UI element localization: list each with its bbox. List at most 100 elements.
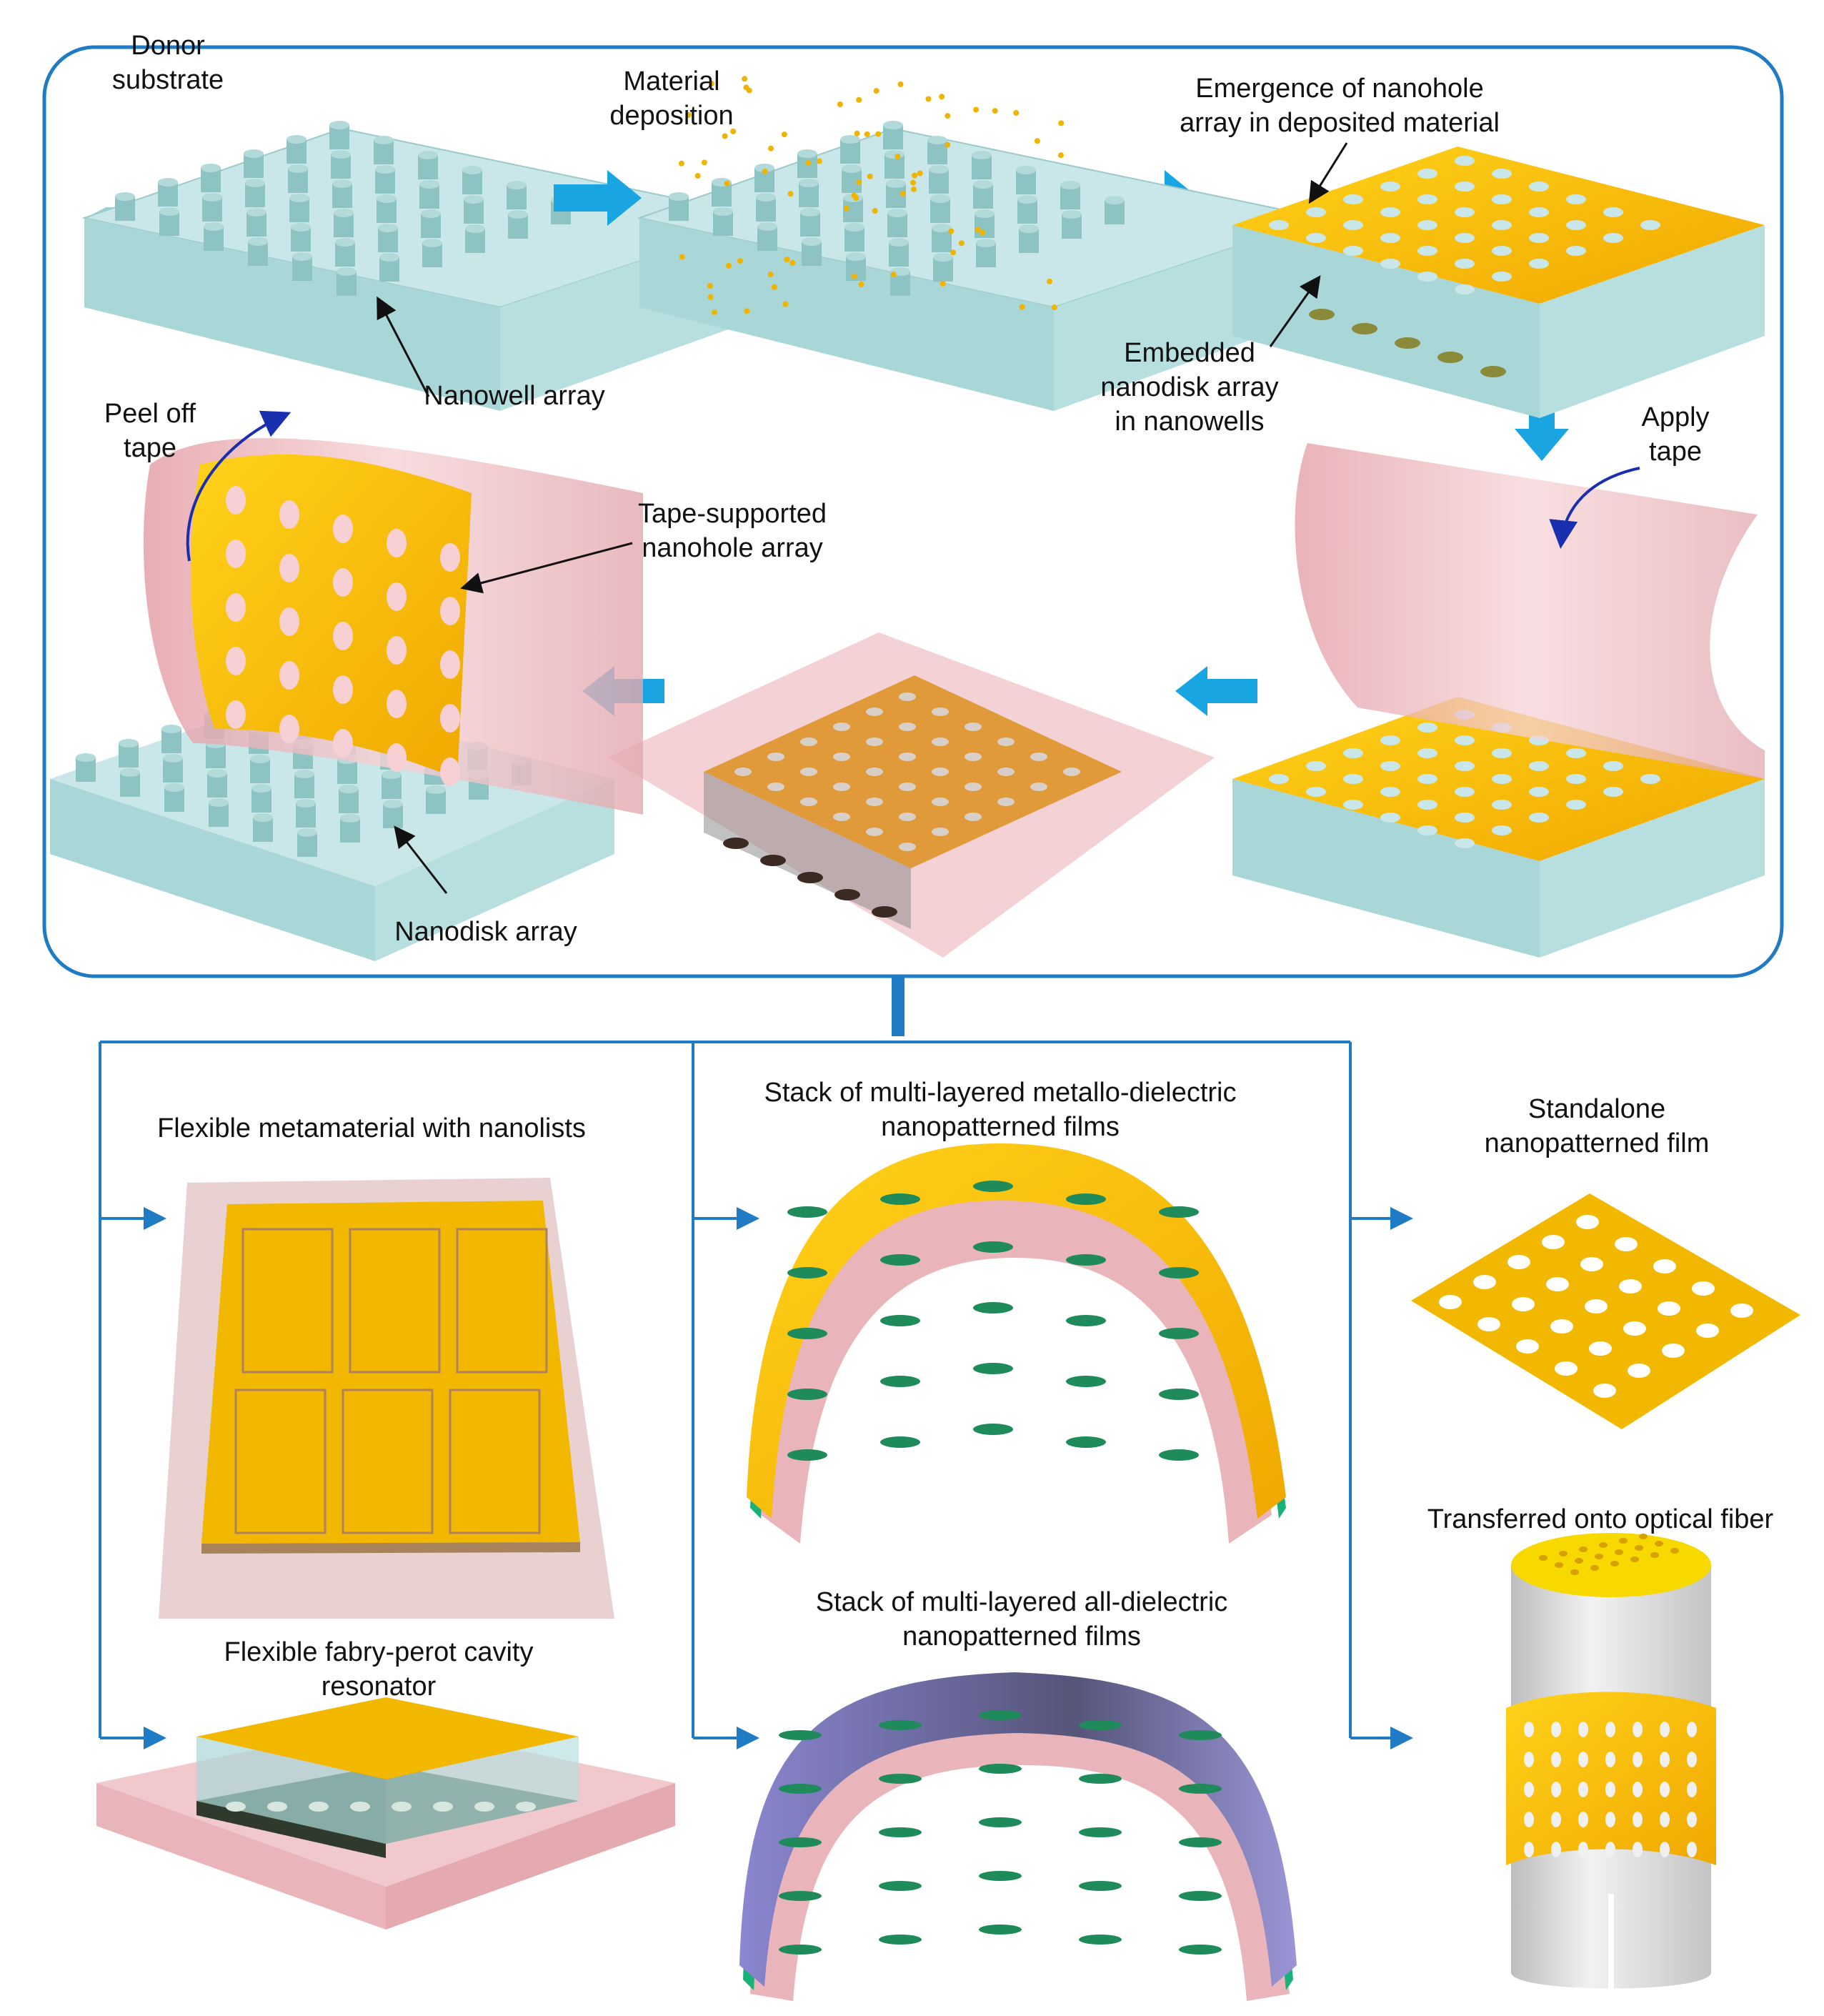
- nanowell-top: [884, 150, 904, 159]
- nanowell-top: [335, 238, 355, 247]
- nanohole: [387, 636, 407, 665]
- nanowell-top: [844, 223, 864, 232]
- nanohole: [1566, 800, 1586, 810]
- nanohole: [1343, 774, 1363, 784]
- nanowell-top: [76, 753, 96, 762]
- deposition-particle: [707, 283, 713, 289]
- nanohole: [1687, 1782, 1697, 1797]
- nanohole: [433, 1802, 453, 1812]
- nanowell-top: [161, 725, 181, 733]
- nanohole: [226, 1802, 246, 1812]
- nanohole: [1455, 761, 1475, 771]
- nanowell-top: [508, 210, 528, 219]
- nanowell-top: [297, 828, 317, 837]
- nanowell-top: [164, 783, 184, 792]
- nanodisk-shadow: [797, 872, 823, 883]
- nanohole: [1529, 207, 1549, 217]
- nanohole: [440, 543, 460, 572]
- nanowell-top: [933, 253, 953, 262]
- nanohole: [333, 729, 353, 758]
- nanohole: [1633, 1782, 1643, 1797]
- deposition-particle: [856, 96, 862, 103]
- nanohole: [979, 1871, 1022, 1881]
- deposition-particle: [912, 172, 918, 179]
- emergence-block: [1232, 147, 1765, 418]
- embedded-nanodisk: [1309, 309, 1335, 320]
- nanowell-top: [846, 252, 866, 261]
- deposition-particle: [851, 273, 857, 279]
- nanohole: [1455, 838, 1475, 848]
- nanohole: [979, 1764, 1022, 1774]
- nanohole: [932, 768, 949, 776]
- deposition-particle: [744, 308, 750, 314]
- nanohole: [1603, 233, 1623, 243]
- label-nanodisk-array: Nanodisk array: [394, 917, 577, 947]
- nanohole: [226, 647, 246, 675]
- nanohole: [1380, 259, 1400, 269]
- nanohole: [1550, 1319, 1573, 1334]
- nanohole: [1380, 813, 1400, 823]
- nanohole: [1455, 787, 1475, 797]
- nanowell-top: [294, 770, 314, 778]
- nanohole: [899, 692, 916, 701]
- nanohole: [1306, 761, 1326, 771]
- nanohole: [1507, 1255, 1530, 1269]
- nanohole: [973, 1241, 1013, 1253]
- nanowell-top: [202, 193, 222, 202]
- nanowell-top: [119, 739, 139, 748]
- nanohole: [1417, 723, 1437, 733]
- nanohole: [932, 828, 949, 836]
- nanohole: [1687, 1842, 1697, 1857]
- nanohole: [440, 704, 460, 733]
- nanohole: [516, 1802, 536, 1812]
- deposition-particle: [975, 227, 981, 233]
- nanowell-top: [253, 813, 273, 822]
- deposition-particle: [872, 208, 878, 214]
- nanohole: [767, 753, 784, 761]
- nanohole: [997, 738, 1015, 746]
- deposition-particle: [743, 84, 749, 91]
- nanohole: [997, 768, 1015, 776]
- nanohole: [1619, 1538, 1628, 1544]
- nanohole: [779, 1945, 822, 1955]
- nanohole: [1653, 1259, 1676, 1273]
- nanohole: [1179, 1784, 1222, 1794]
- nanohole: [1529, 182, 1549, 192]
- nanohole: [866, 768, 883, 776]
- nanowell-top: [331, 150, 351, 159]
- nanohole: [387, 690, 407, 718]
- nanowell-top: [1019, 224, 1039, 233]
- nanowell-top: [887, 209, 907, 217]
- nanohole: [1269, 774, 1289, 784]
- nanohole: [226, 540, 246, 568]
- nanohole: [1079, 1774, 1122, 1784]
- deposition-particle: [1034, 138, 1040, 144]
- nanohole: [1079, 1827, 1122, 1837]
- nanohole: [1579, 1546, 1588, 1552]
- process-frame: [42, 45, 1784, 978]
- apply-tape-block: [1232, 443, 1765, 958]
- nanohole: [1492, 169, 1512, 179]
- pointer-tape-supported: [460, 542, 633, 594]
- nanowell-top: [207, 769, 227, 778]
- deposition-particle: [685, 111, 692, 118]
- nanowell-top: [378, 224, 398, 232]
- deposition-particle: [958, 240, 965, 247]
- deposition-particle: [784, 256, 790, 262]
- nanowell-top: [842, 164, 862, 173]
- nanowell-top: [930, 194, 950, 203]
- deposition-particle: [767, 145, 774, 152]
- nanohole: [1640, 774, 1660, 784]
- nanohole: [1595, 1554, 1603, 1559]
- nanohole: [1576, 1215, 1599, 1229]
- nanohole: [932, 738, 949, 746]
- nanohole: [1529, 787, 1549, 797]
- nanohole: [333, 622, 353, 650]
- nanohole: [973, 1363, 1013, 1374]
- nanohole: [1455, 233, 1475, 243]
- nanohole: [1306, 233, 1326, 243]
- nanohole: [1650, 1552, 1659, 1558]
- nanohole: [1660, 1782, 1670, 1797]
- nanohole: [1030, 753, 1047, 761]
